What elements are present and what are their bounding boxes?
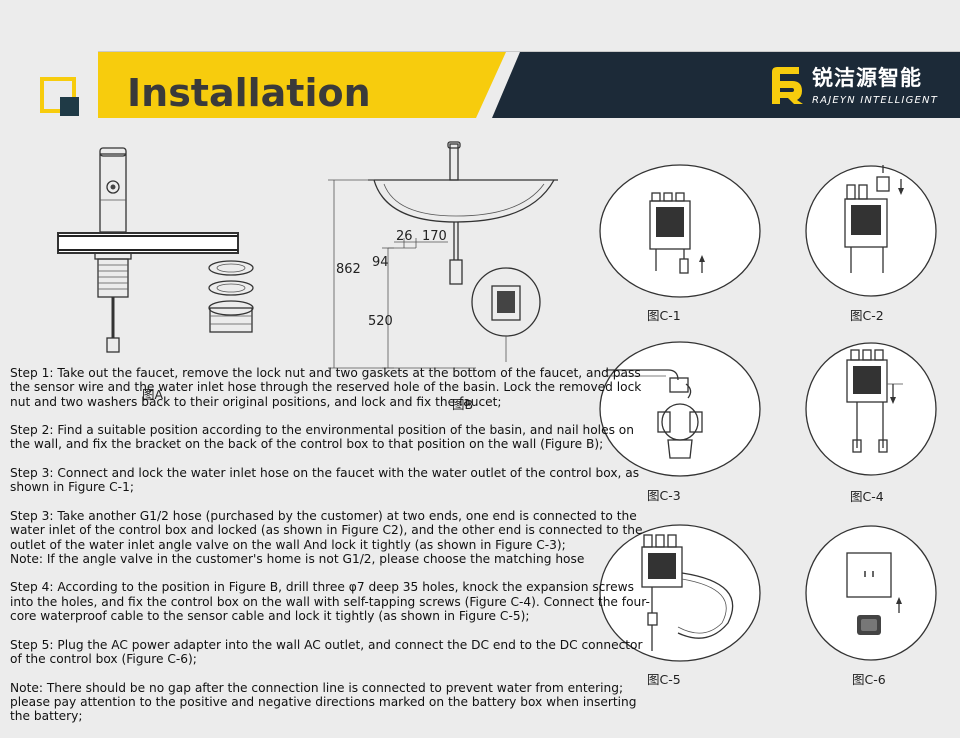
dimension-94: 94 — [372, 255, 389, 270]
figure-c6-illustration — [805, 525, 937, 661]
title-banner-yellow — [98, 52, 506, 118]
figure-c1-label: 图C-1 — [647, 308, 681, 323]
dimension-26: 26 — [396, 229, 413, 244]
figure-c3-label: 图C-3 — [647, 488, 681, 503]
figure-c4-illustration — [805, 342, 937, 476]
figure-a-faucet-illustration — [57, 147, 254, 353]
brand-r-icon — [772, 67, 803, 104]
step-2-text: Step 2: Find a suitable position accordi… — [10, 423, 634, 452]
step-5-text: Step 5: Plug the AC power adapter into t… — [10, 637, 643, 666]
figure-c3-illustration — [599, 341, 761, 477]
brand-banner-navy — [492, 52, 960, 118]
dimension-520: 520 — [368, 314, 393, 329]
note-angle-valve: Note: If the angle valve in the customer… — [10, 551, 585, 566]
dimension-862: 862 — [336, 262, 361, 277]
title-square-icon — [40, 77, 79, 116]
brand-name-cn: 锐洁源智能 — [812, 66, 922, 90]
step-4-text: Step 4: According to the position in Fig… — [10, 580, 650, 624]
figure-a-label: 图A — [142, 387, 164, 402]
step-3-text: Step 3: Connect and lock the water inlet… — [10, 466, 640, 495]
figure-c2-label: 图C-2 — [850, 308, 884, 323]
figure-c1-illustration — [599, 164, 761, 298]
note-connection: Note: There should be no gap after the c… — [10, 680, 637, 724]
figure-c2-illustration — [805, 165, 937, 297]
figure-b-label: 图B — [452, 397, 474, 412]
figure-c6-label: 图C-6 — [852, 672, 886, 687]
header-rule — [98, 51, 960, 52]
step-1-text: Step 1: Take out the faucet, remove the … — [10, 366, 642, 409]
figure-b-installation-diagram — [328, 141, 558, 369]
brand-name-en: RAJEYN INTELLIGENT — [812, 95, 939, 106]
header-banner — [98, 52, 960, 118]
step-3b-text: Step 3: Take another G1/2 hose (purchase… — [10, 508, 643, 552]
instructions-text: Step 1: Take out the faucet, remove the … — [10, 366, 656, 738]
figure-c4-label: 图C-4 — [850, 489, 884, 504]
figure-c5-illustration — [599, 524, 761, 662]
dimension-170: 170 — [422, 229, 447, 244]
page-title: Installation — [127, 71, 371, 115]
figure-c5-label: 图C-5 — [647, 672, 681, 687]
